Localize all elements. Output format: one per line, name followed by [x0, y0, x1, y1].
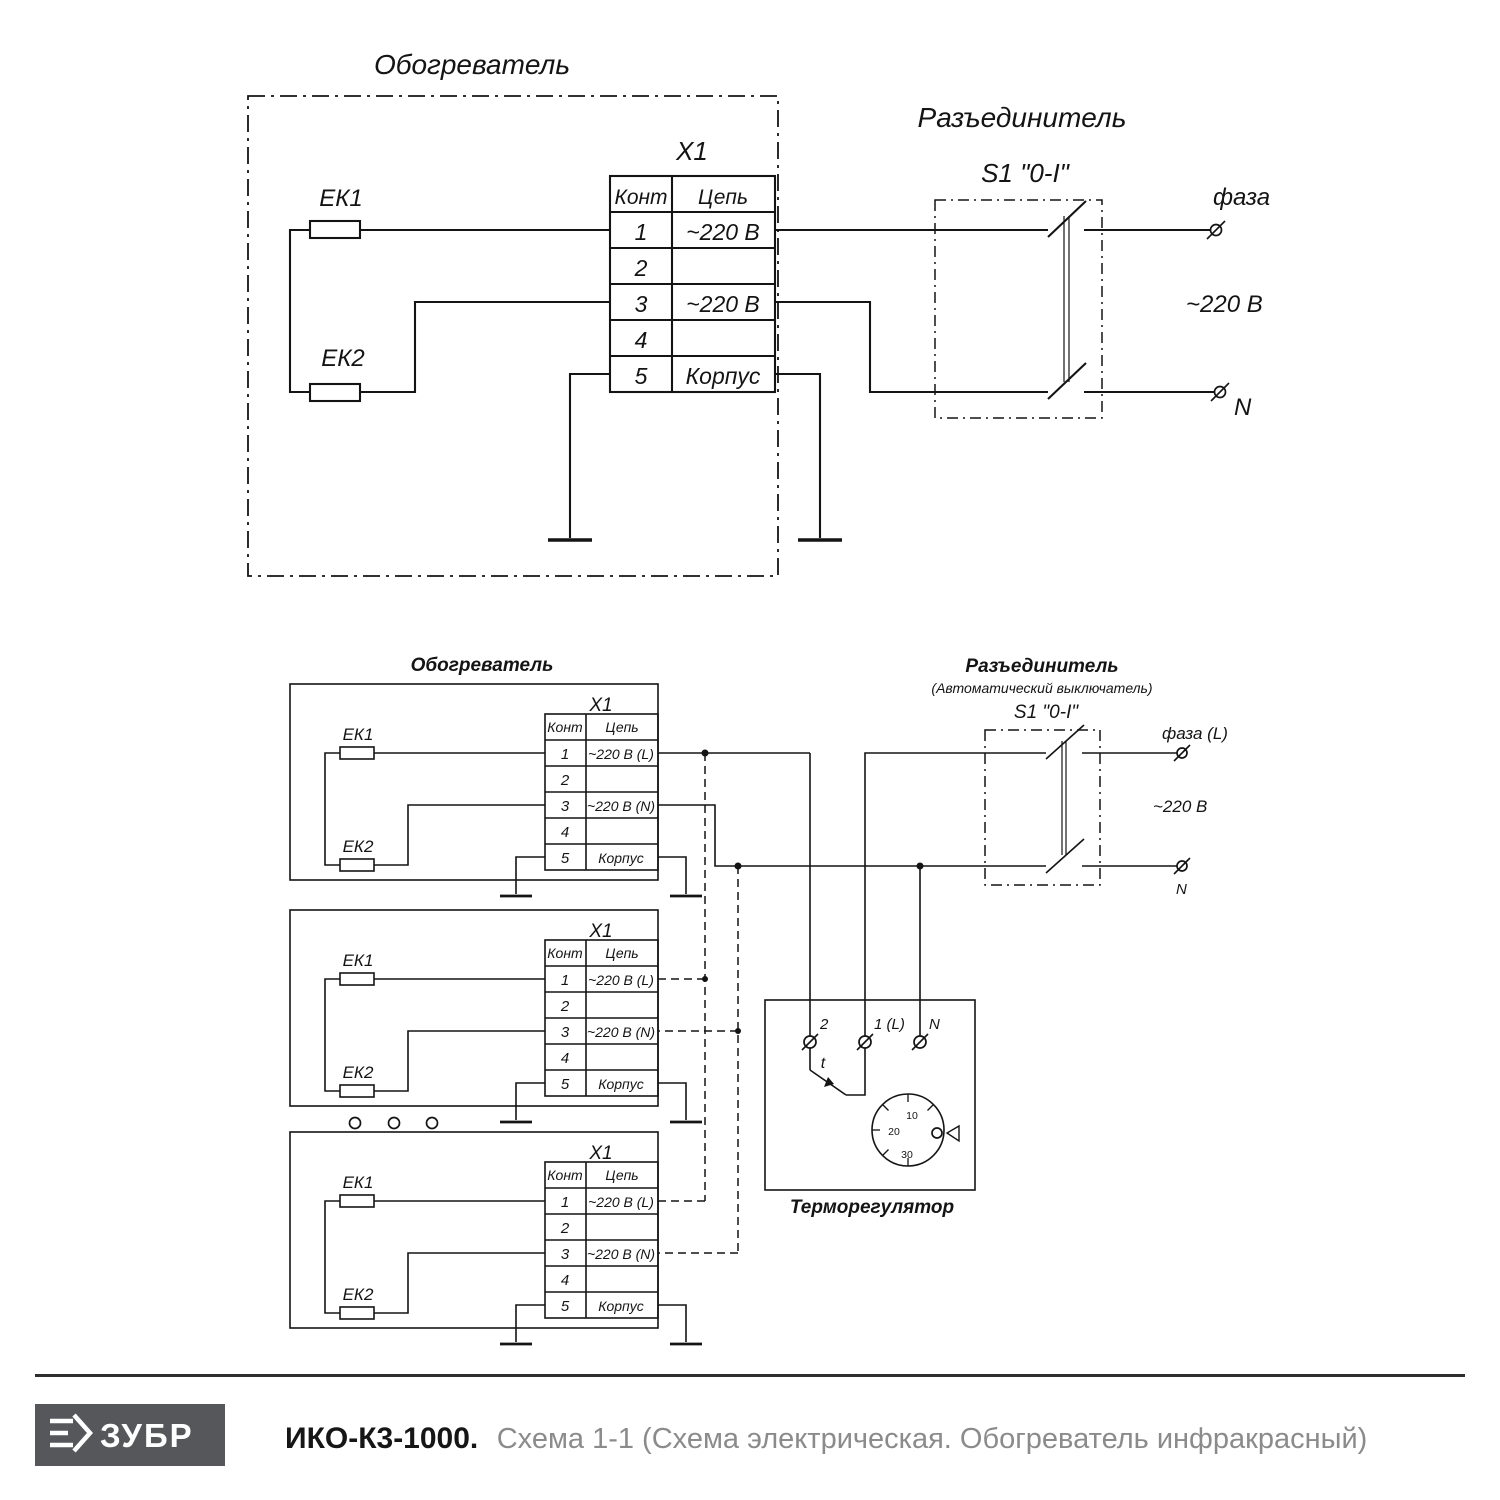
scheme2-disconnector-title: Разъединитель	[965, 656, 1118, 677]
dial-number-30: 30	[901, 1149, 913, 1161]
row3-circuit: ~220 В (N)	[587, 798, 655, 814]
col-header-contact: Конт	[547, 719, 583, 735]
dial-number-20: 20	[888, 1126, 900, 1138]
zubr-logo-icon	[50, 1413, 94, 1453]
switch-blade-top	[1045, 724, 1085, 760]
row5-circuit: Корпус	[598, 850, 644, 866]
row4-contact: 4	[635, 327, 648, 353]
ek1-label: ЕК1	[343, 725, 374, 744]
ek1-label: ЕК1	[319, 185, 363, 212]
scheme1-terminal-table: Конт Цепь 1 ~220 В 2 3 ~220 В 4 5 Корпус	[608, 174, 777, 394]
row3-contact: 3	[635, 291, 648, 317]
ek2-label: ЕК2	[321, 345, 365, 372]
thermal-contact-label: t	[821, 1055, 826, 1072]
scheme1-switch-label: S1 "0-I"	[981, 158, 1071, 188]
row1-circuit: ~220 В (L)	[588, 746, 654, 762]
col-header-contact: Конт	[614, 186, 667, 209]
dial-pointer	[945, 1124, 960, 1143]
thermostat-title: Терморегулятор	[790, 1197, 954, 1218]
switch-blade-bottom	[1047, 362, 1087, 400]
footer-title: ИКО-К3-1000. Схема 1-1 (Схема электричес…	[285, 1422, 1367, 1455]
row5-circuit: Корпус	[686, 363, 761, 389]
scheme2-phase-label: фаза (L)	[1162, 724, 1228, 743]
scheme1-heater-boundary	[247, 95, 779, 577]
scheme2-neutral-label: N	[1176, 881, 1187, 898]
scheme1-wires	[288, 228, 1215, 538]
scheme2: Обогреватель X1 Конт Цепь 1 ~220 В (L) 2…	[288, 655, 1228, 1346]
scheme1-voltage-label: ~220 В	[1186, 291, 1263, 318]
scheme1-heater-title: Обогреватель	[374, 49, 570, 80]
row2-contact: 2	[634, 255, 648, 281]
scheme1-phase-label: фаза	[1213, 184, 1270, 211]
scheme1-disconnector-title: Разъединитель	[918, 102, 1127, 133]
heater-connector-label: X1	[588, 695, 612, 716]
thermostat-terminal-n-label: N	[929, 1016, 940, 1033]
heater-unit-1: X1 Конт Цепь 1 ~220 В (L) 2 3 ~220 В (N)…	[289, 683, 702, 898]
col-header-circuit: Цепь	[605, 719, 638, 735]
model-number: ИКО-К3-1000.	[285, 1422, 478, 1455]
row5-contact: 5	[635, 363, 648, 389]
row3-contact: 3	[561, 798, 570, 815]
thermostat-terminal-2-label: 2	[819, 1016, 829, 1033]
thermostat-terminal-1-label: 1 (L)	[874, 1016, 905, 1033]
scheme2-disconnector-subtitle: (Автоматический выключатель)	[931, 680, 1152, 696]
row3-circuit: ~220 В	[686, 291, 760, 317]
row4-contact: 4	[561, 824, 569, 841]
heater-unit-3	[288, 1130, 704, 1346]
thermal-actuator-arrow	[824, 1077, 834, 1087]
scheme1-disconnector-switch	[934, 199, 1103, 419]
footer: ЗУБР ИКО-К3-1000. Схема 1-1 (Схема элект…	[35, 1374, 1465, 1466]
scheme2-disconnector-switch	[984, 724, 1101, 886]
ek1-heating-element	[339, 746, 375, 760]
dial-ticks	[872, 1094, 934, 1166]
dial-number-10: 10	[906, 1110, 918, 1122]
dial-knob	[931, 1127, 943, 1139]
scheme1-connector-label: X1	[675, 136, 708, 166]
row1-contact: 1	[635, 219, 648, 245]
scheme-description: Схема 1-1 (Схема электрическая. Обогрева…	[497, 1423, 1368, 1455]
thermostat-box	[764, 999, 976, 1191]
switch-blade-bottom	[1045, 838, 1085, 874]
heater-unit-2	[288, 908, 704, 1124]
ek2-heating-element	[308, 382, 362, 403]
scheme1-neutral-label: N	[1234, 394, 1252, 421]
ek2-heating-element	[339, 858, 375, 872]
ek1-heating-element	[308, 219, 362, 240]
scheme2-switch-label: S1 "0-I"	[1014, 702, 1079, 723]
footer-divider	[35, 1374, 1465, 1377]
scheme2-heater-title: Обогреватель	[411, 655, 554, 676]
thermostat: 2 1 (L) N t 10 20 3	[764, 999, 976, 1218]
row2-contact: 2	[560, 772, 570, 789]
row1-circuit: ~220 В	[686, 219, 760, 245]
scheme2-wires	[658, 749, 1177, 1254]
brand-name: ЗУБР	[100, 1417, 194, 1454]
scheme2-voltage-label: ~220 В	[1153, 797, 1207, 816]
more-heaters-ellipsis	[348, 1116, 439, 1130]
scheme1: Обогреватель X1 Конт Цепь 1 ~220 В 2 3 ~…	[247, 49, 1270, 577]
row5-contact: 5	[561, 850, 570, 867]
ek2-label: ЕК2	[343, 837, 374, 856]
col-header-circuit: Цепь	[698, 186, 748, 209]
row1-contact: 1	[561, 746, 569, 763]
switch-blade-top	[1047, 200, 1087, 238]
